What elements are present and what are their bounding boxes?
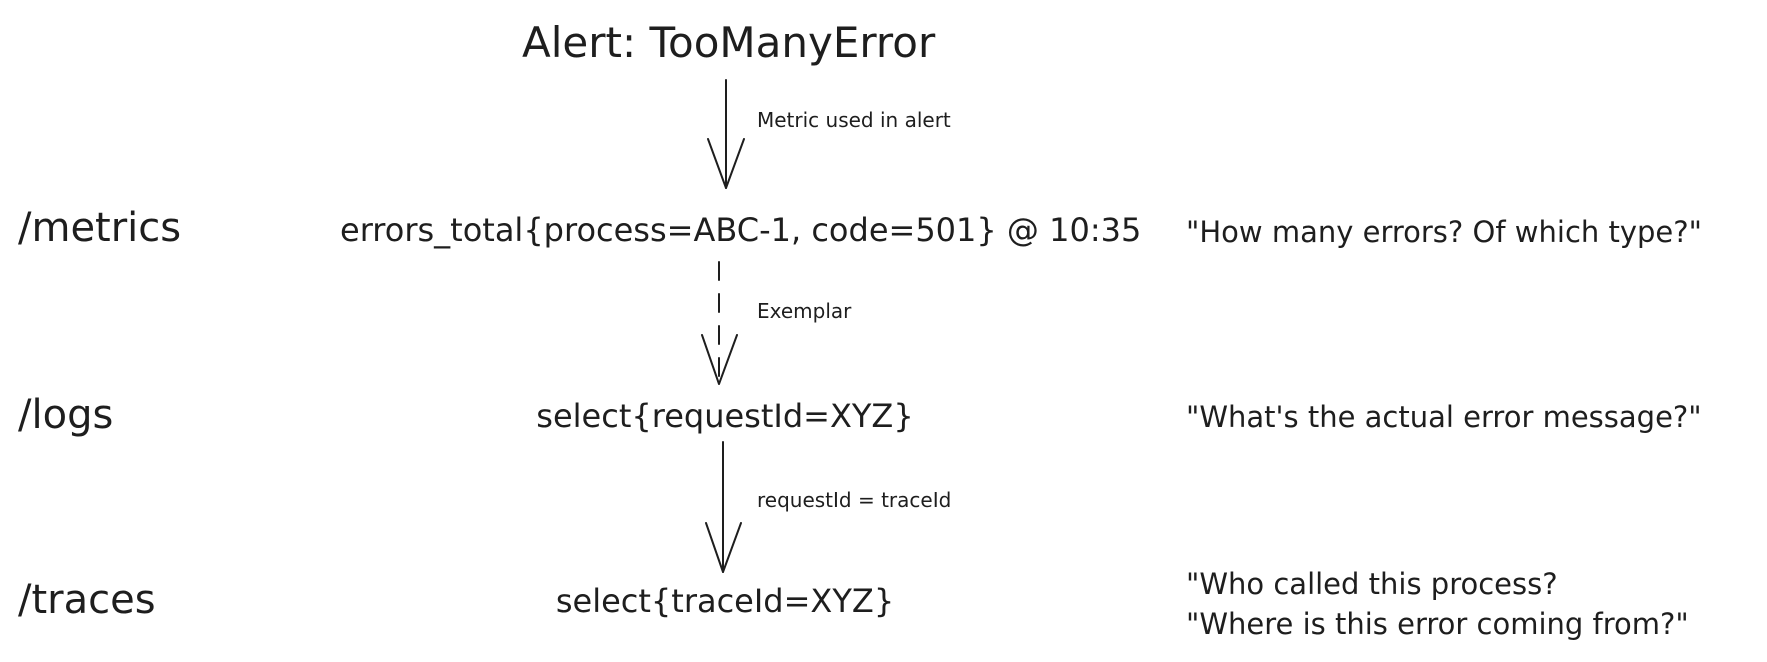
traces-question-line-2: "Where is this error coming from?" (1186, 607, 1689, 641)
arrow-metrics-to-logs (701, 261, 738, 385)
layer-label-metrics: /metrics (18, 205, 182, 251)
logs-question: "What's the actual error message?" (1186, 400, 1702, 434)
arrow-alert-to-metrics (707, 79, 745, 189)
traces-question-line-1: "Who called this process? (1186, 567, 1558, 601)
metrics-query: errors_total{process=ABC-1, code=501} @ … (340, 211, 1142, 249)
traces-query: select{traceId=XYZ} (555, 582, 895, 620)
traces-question: "Who called this process? "Where is this… (1186, 564, 1689, 644)
alert-title: Alert: TooManyError (522, 18, 936, 67)
edge-label-metric-used: Metric used in alert (757, 108, 951, 132)
layer-label-logs: /logs (18, 392, 114, 438)
edge-label-requestid-traceid: requestId = traceId (757, 488, 952, 512)
edge-label-exemplar: Exemplar (757, 299, 852, 323)
layer-label-traces: /traces (18, 577, 156, 623)
logs-query: select{requestId=XYZ} (536, 397, 914, 435)
metrics-question: "How many errors? Of which type?" (1186, 215, 1702, 249)
arrow-logs-to-traces (705, 441, 742, 573)
